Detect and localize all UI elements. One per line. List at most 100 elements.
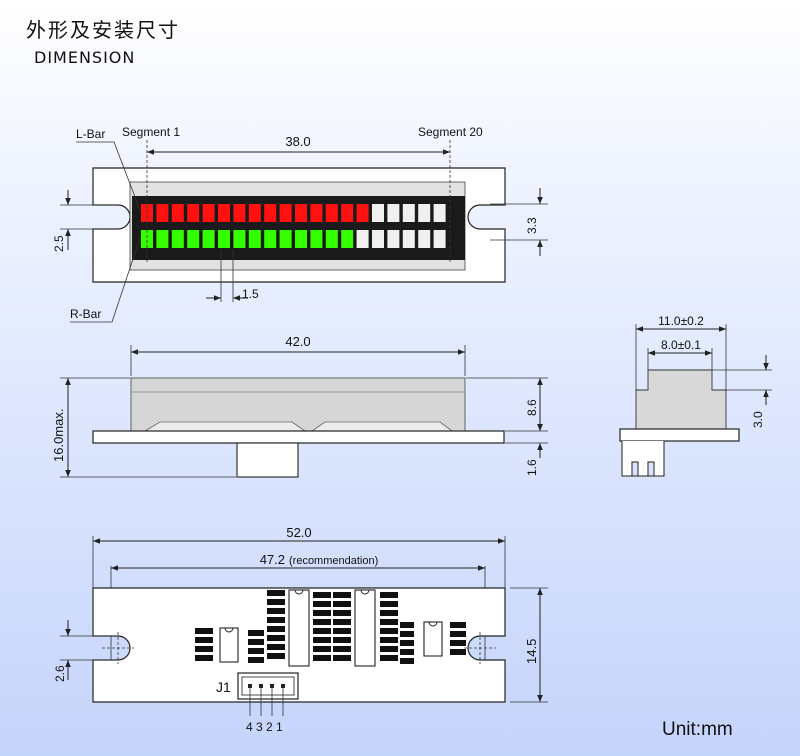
smd-pad — [380, 601, 398, 607]
ic-chip — [354, 589, 376, 667]
dim-1-5: 1.5 — [242, 287, 259, 301]
smd-pad — [195, 628, 213, 634]
smd-pad — [400, 631, 414, 637]
dim-2-6: 2.6 — [53, 665, 67, 682]
smd-pad — [313, 637, 331, 643]
r-bar-segment — [402, 230, 415, 248]
j1-label: J1 — [216, 679, 231, 695]
dim-16-max: 16.0max. — [51, 409, 66, 462]
components — [102, 589, 496, 667]
smd-pad — [195, 655, 213, 661]
l-bar-segment — [372, 204, 384, 222]
ic-chip — [423, 621, 443, 657]
side-pcb — [92, 430, 505, 444]
smd-pad — [380, 637, 398, 643]
back-view: 52.0 47.2 (recommendation) J1 4 3 2 1 14… — [53, 525, 548, 734]
smd-pad — [313, 655, 331, 661]
ic-chip — [219, 627, 239, 663]
smd-pad — [333, 619, 351, 625]
dim-3: 3.0 — [751, 411, 765, 428]
smd-pad — [267, 635, 285, 641]
r-bar-segment — [325, 230, 338, 248]
r-bar-segment — [310, 230, 323, 248]
side-connector — [236, 442, 299, 478]
ic-chip — [288, 589, 310, 667]
r-bar-segment — [218, 230, 230, 248]
r-bar-segment — [202, 230, 215, 248]
dim-1-6: 1.6 — [525, 459, 539, 476]
smd-pad — [267, 653, 285, 659]
r-bar-segment — [356, 230, 369, 248]
smd-pad — [267, 644, 285, 650]
pin-numbers: 4 3 2 1 — [246, 720, 283, 734]
smd-pad — [267, 590, 285, 596]
unit-label: Unit:mm — [662, 719, 733, 740]
l-bar-segment — [325, 204, 338, 222]
r-bar-segment — [233, 230, 246, 248]
smd-pad — [313, 601, 331, 607]
smd-pad — [248, 630, 264, 636]
r-bar-segment — [248, 230, 261, 248]
smd-pad — [400, 622, 414, 628]
l-bar-segment — [156, 204, 169, 222]
end-view: 11.0±0.2 8.0±0.1 3.0 — [619, 314, 772, 477]
smd-pad — [267, 599, 285, 605]
r-bar-segment — [387, 230, 400, 248]
l-bar-segment — [341, 204, 354, 222]
r-bar-segment — [141, 230, 153, 248]
side-view: 42.0 16.0max. 8.6 1.6 — [51, 334, 548, 478]
smd-pad — [195, 637, 213, 643]
smd-pad — [380, 655, 398, 661]
end-pcb — [619, 428, 740, 442]
l-bar-label: L-Bar — [76, 127, 105, 141]
l-bar-segment — [433, 204, 446, 222]
l-bar-segment — [295, 204, 307, 222]
smd-pad — [248, 639, 264, 645]
dim-11: 11.0±0.2 — [658, 314, 704, 328]
r-bar-segment — [433, 230, 446, 248]
segment20-label: Segment 20 — [418, 125, 483, 139]
smd-pad — [380, 610, 398, 616]
l-bar-segment — [310, 204, 323, 222]
smd-pad — [195, 646, 213, 652]
front-view: 38.0 Segment 1 Segment 20 L-Bar R-Bar 1.… — [52, 125, 548, 323]
l-bar-segment — [264, 204, 277, 222]
title-cn: 外形及安装尺寸 — [26, 18, 180, 42]
smd-pad — [400, 649, 414, 655]
smd-pad — [313, 646, 331, 652]
dim-14-5: 14.5 — [524, 639, 539, 664]
l-bar-segment — [356, 204, 369, 222]
smd-pad — [267, 608, 285, 614]
smd-pad — [333, 637, 351, 643]
smd-pad — [333, 646, 351, 652]
smd-pad — [333, 610, 351, 616]
smd-pad — [313, 619, 331, 625]
title-en: DIMENSION — [34, 48, 136, 67]
smd-pad — [450, 649, 466, 655]
r-bar-segment — [295, 230, 307, 248]
l-bar-segment — [218, 204, 230, 222]
r-bar-segment — [187, 230, 200, 248]
l-bar-segment — [187, 204, 200, 222]
smd-pad — [380, 619, 398, 625]
end-body — [635, 369, 727, 430]
smd-pad — [248, 648, 264, 654]
r-bar-segment — [372, 230, 384, 248]
smd-pad — [333, 628, 351, 634]
smd-pad — [313, 628, 331, 634]
l-bar-segment — [233, 204, 246, 222]
smd-pad — [380, 646, 398, 652]
dim-2-5: 2.5 — [52, 235, 66, 252]
r-bar-segment — [418, 230, 431, 248]
smd-pad — [400, 640, 414, 646]
smd-pad — [267, 626, 285, 632]
smd-pad — [450, 631, 466, 637]
recommendation-label: (recommendation) — [289, 555, 378, 567]
smd-pad — [380, 592, 398, 598]
l-bar-segment — [402, 204, 415, 222]
l-bar-segment — [279, 204, 292, 222]
r-bar-segment — [171, 230, 184, 248]
smd-pad — [450, 622, 466, 628]
dim-8: 8.0±0.1 — [661, 338, 701, 352]
